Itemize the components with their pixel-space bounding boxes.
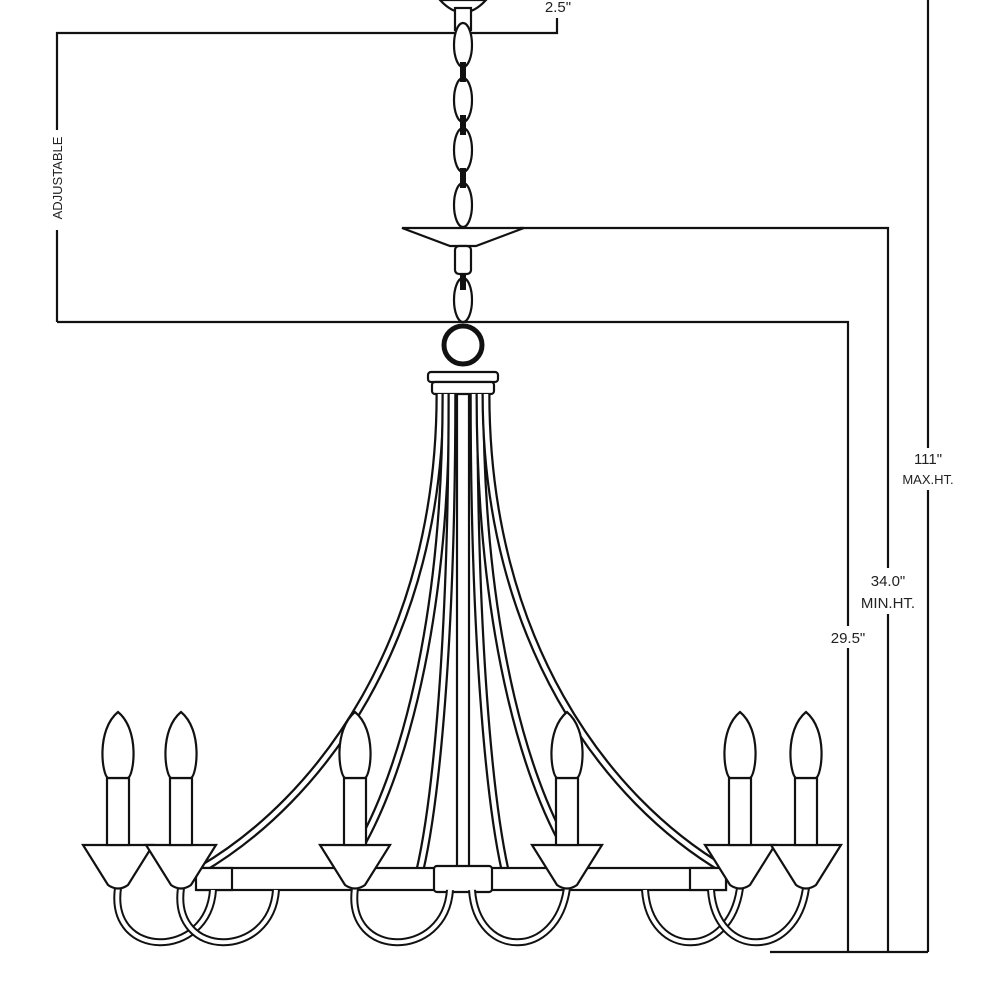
arms [197, 393, 728, 874]
min-height-value: 34.0" [871, 573, 906, 590]
candle-bulb [338, 710, 372, 780]
top-cap [426, 370, 500, 384]
bobeche-cup [144, 843, 218, 890]
adjustable-label: ADJUSTABLE [50, 136, 65, 219]
bobeche-cup [530, 843, 604, 890]
bobeche-cup [81, 843, 155, 890]
chain [452, 21, 474, 324]
bobeche-cup [703, 843, 777, 890]
bobeche-cup [318, 843, 392, 890]
arm [481, 393, 728, 874]
adjustable-dimension-line [55, 18, 559, 322]
candle-sleeve [793, 776, 819, 847]
dimension-lines [50, 0, 960, 954]
candle-bulb [164, 710, 198, 780]
chain-cover-canopy [401, 226, 525, 248]
chain-link-side [460, 62, 466, 82]
candle-arm [144, 710, 280, 947]
top-cap-base [430, 380, 496, 396]
chain-clip [453, 244, 473, 276]
body-height-line [57, 320, 850, 952]
chain-link-side [460, 168, 466, 188]
candle-sleeve [554, 776, 580, 847]
canopy-height-label: 2.5" [545, 0, 571, 16]
candle-arm [468, 710, 604, 947]
candle-arm [318, 710, 454, 947]
candle-bulb [550, 710, 584, 780]
min-height-line [520, 226, 890, 952]
chain-link [452, 21, 474, 69]
max-height-label: MAX.HT. [902, 472, 953, 487]
candle-sleeve [342, 776, 368, 847]
chain-link-side [460, 115, 466, 135]
candle-arm [707, 710, 843, 947]
candles [81, 710, 843, 947]
scroll-loop [468, 887, 571, 947]
candle-bulb [101, 710, 135, 780]
scroll-loop [707, 887, 810, 947]
candle-arm [641, 710, 777, 947]
ring-center-collar [432, 864, 494, 894]
candle-arm [81, 710, 217, 947]
candle-sleeve [105, 776, 131, 847]
candle-sleeve [727, 776, 753, 847]
candle-bulb [789, 710, 823, 780]
max-height-value: 111" [914, 451, 942, 468]
candle-sleeve [168, 776, 194, 847]
hanging-loop [441, 323, 485, 367]
chain-link-side [460, 270, 466, 290]
bobeche-cup [769, 843, 843, 890]
arm [197, 393, 445, 874]
candle-bulb [723, 710, 757, 780]
body-height-value: 29.5" [831, 630, 866, 647]
chain-link [452, 181, 474, 229]
min-height-label: MIN.HT. [861, 595, 915, 612]
ring-left-collar [194, 866, 234, 892]
